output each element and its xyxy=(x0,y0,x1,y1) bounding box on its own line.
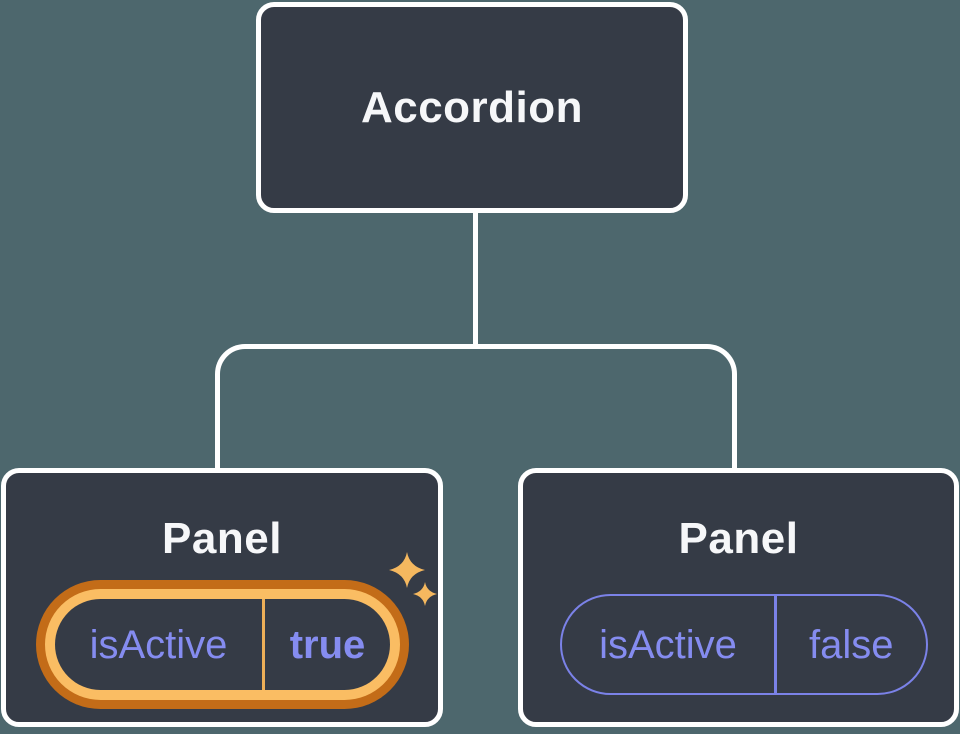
prop-pill-inactive: isActive false xyxy=(560,594,928,695)
prop-pill-highlight-inner-ring: isActive true xyxy=(45,589,400,700)
prop-pill-divider xyxy=(774,596,777,693)
accordion-node-title: Accordion xyxy=(360,82,584,132)
prop-name-label: isActive xyxy=(89,622,228,667)
sparkles-icon xyxy=(389,552,437,606)
prop-pill-highlight-ring: isActive true xyxy=(36,580,409,709)
prop-name-label: isActive xyxy=(599,622,737,667)
component-node-panel-inactive: Panel isActive false xyxy=(518,468,959,727)
prop-pill-divider xyxy=(262,599,265,690)
prop-pill-active: isActive true xyxy=(55,599,390,690)
panel-node-title: Panel xyxy=(678,514,799,563)
connector-bracket xyxy=(215,344,737,468)
component-node-accordion: Accordion xyxy=(256,2,688,213)
component-node-panel-active: Panel isActive true xyxy=(1,468,443,727)
panel-node-title: Panel xyxy=(162,514,282,563)
prop-value-label: true xyxy=(289,622,366,667)
connector-stem xyxy=(473,213,478,344)
prop-value-label: false xyxy=(809,622,894,667)
